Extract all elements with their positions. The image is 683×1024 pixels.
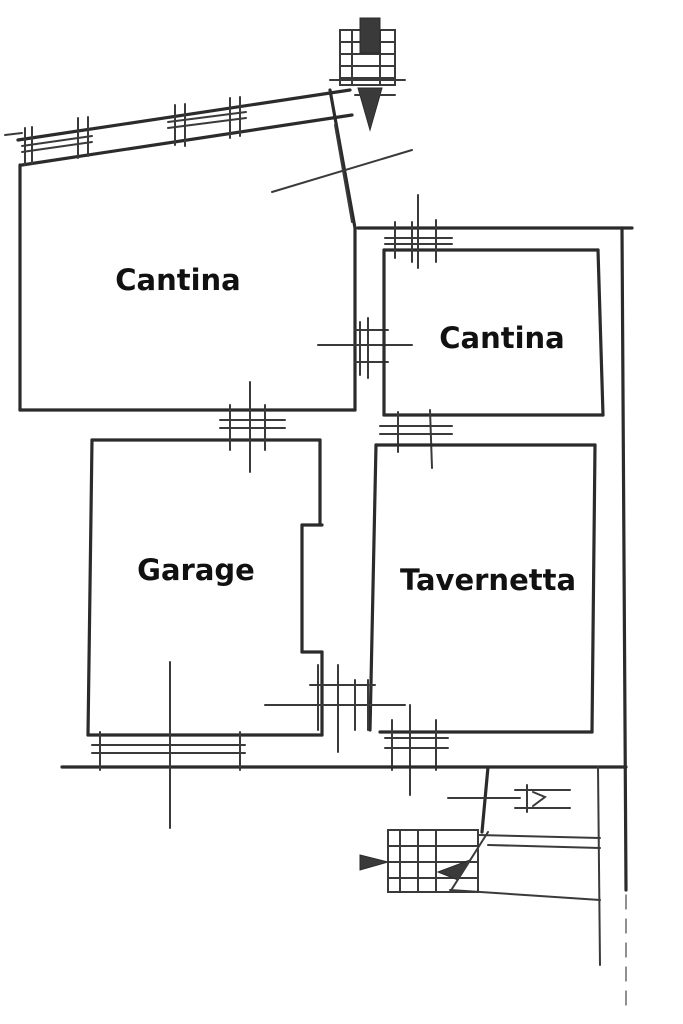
bottom-outer-wall [60, 661, 628, 829]
room-cantina-left [18, 88, 413, 412]
door-cantina-garage [219, 381, 286, 473]
label-cantina-left: Cantina [115, 263, 241, 297]
window-top-center [167, 96, 247, 147]
door-cantina-cantina [317, 317, 413, 379]
room-garage [86, 438, 324, 737]
top-stair-symbol [329, 17, 406, 132]
door-bottom-center [264, 664, 449, 796]
label-garage: Garage [137, 553, 255, 587]
window-top-left [21, 116, 93, 166]
meter-symbol [514, 784, 571, 813]
room-tavernetta [368, 443, 597, 734]
label-cantina-right: Cantina [439, 321, 565, 355]
door-cantina-tavernetta [379, 409, 453, 469]
room-cantina-right [356, 226, 634, 892]
entrance-stair [359, 765, 601, 966]
window-cantina-right [384, 194, 453, 269]
label-tavernetta: Tavernetta [400, 563, 576, 597]
